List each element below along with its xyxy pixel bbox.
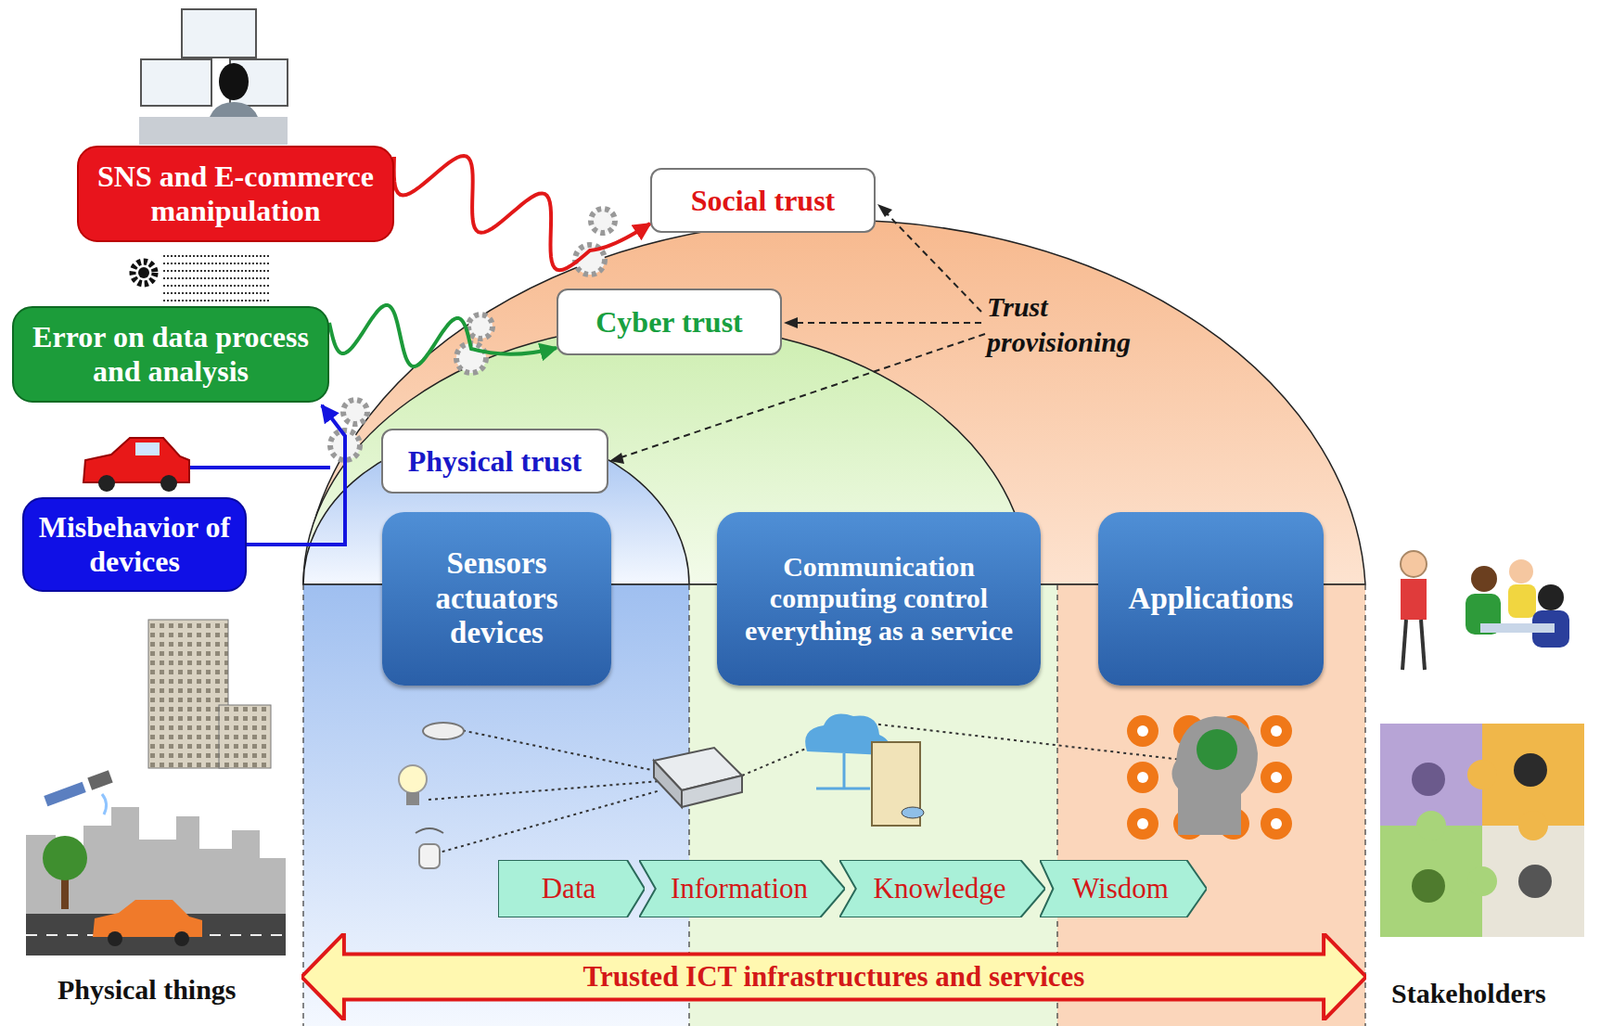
router xyxy=(653,747,743,807)
node-text: SNS and E-commerce manipulation xyxy=(89,159,382,229)
head xyxy=(1171,716,1258,835)
trust-box: Social trust xyxy=(650,167,876,233)
node-text: Wisdom xyxy=(1072,871,1169,906)
group-label: Physical things xyxy=(57,972,237,1008)
red-car xyxy=(83,437,190,492)
pyramid-chevron: Knowledge xyxy=(839,859,1046,918)
device-line xyxy=(190,465,331,470)
node-text: Information xyxy=(670,871,808,906)
threat-connector xyxy=(394,155,651,270)
node-text: Sensors actuators devices xyxy=(393,546,601,653)
computer-user xyxy=(139,9,288,145)
pyramid-chevron: Information xyxy=(639,859,845,918)
pyramid-chevron: Wisdom xyxy=(1039,859,1207,918)
layer-box: Applications xyxy=(1098,512,1324,686)
layer-box: Sensors actuators devices xyxy=(382,512,612,686)
satellite xyxy=(43,769,113,815)
outline xyxy=(301,933,1367,1021)
threat-connector xyxy=(246,405,346,545)
node-text: Error on data process and analysis xyxy=(25,320,317,389)
group-label: Stakeholders xyxy=(1391,975,1547,1012)
trust-box: Cyber trust xyxy=(556,288,782,356)
outline xyxy=(498,859,645,918)
trust-box: Physical trust xyxy=(381,428,609,494)
node-text: Physical trust xyxy=(408,444,583,479)
node-text: Data xyxy=(541,871,597,906)
puzzle xyxy=(1380,723,1585,937)
building xyxy=(148,619,271,768)
layer-box: Communication computing control everythi… xyxy=(716,512,1041,686)
attack-box: Misbehavior of devices xyxy=(22,497,247,592)
node-text: Social trust xyxy=(691,183,836,218)
gear-hub xyxy=(138,267,150,279)
node-text: Trusted ICT infrastructures and services xyxy=(583,960,1086,994)
attack-box: Error on data process and analysis xyxy=(12,306,330,403)
sensor-icons xyxy=(398,722,464,869)
city-skyline xyxy=(25,806,286,956)
pyramid-chevron: Data xyxy=(498,859,645,918)
infrastructure-band: Trusted ICT infrastructures and services xyxy=(301,933,1367,1021)
attack-box: SNS and E-commerce manipulation xyxy=(76,145,395,243)
gear-icon xyxy=(132,261,155,284)
brain xyxy=(1196,729,1238,770)
app-icons xyxy=(1126,715,1293,840)
outline xyxy=(639,859,845,918)
stakeholder-people xyxy=(1400,550,1570,670)
outline xyxy=(1039,859,1207,918)
node-text: Knowledge xyxy=(873,871,1007,906)
outline xyxy=(839,859,1046,918)
node-text: Communication computing control everythi… xyxy=(728,550,1030,648)
note-label: Trust provisioning xyxy=(986,289,1145,359)
binary-code xyxy=(163,256,269,301)
node-text: Applications xyxy=(1128,581,1294,617)
threat-connector xyxy=(329,305,557,367)
cloud-server xyxy=(805,714,924,826)
node-text: Cyber trust xyxy=(595,305,743,340)
node-text: Misbehavior of devices xyxy=(35,510,234,579)
